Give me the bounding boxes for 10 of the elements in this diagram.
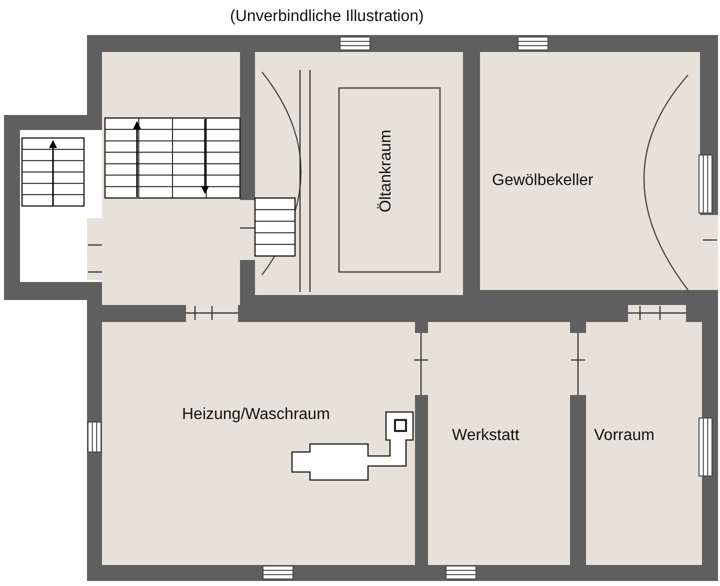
room-floor	[586, 322, 702, 565]
room-label: Öltankraum	[377, 130, 396, 212]
room-floor	[102, 322, 415, 565]
room-floor	[428, 322, 570, 565]
room-label: Heizung/Waschraum	[182, 406, 330, 424]
room-label: Vorraum	[594, 427, 654, 445]
room-label: Werkstatt	[452, 427, 520, 445]
room-label: Gewölbekeller	[492, 172, 594, 190]
room-floor	[480, 52, 700, 290]
title: (Unverbindliche Illustration)	[230, 8, 424, 26]
